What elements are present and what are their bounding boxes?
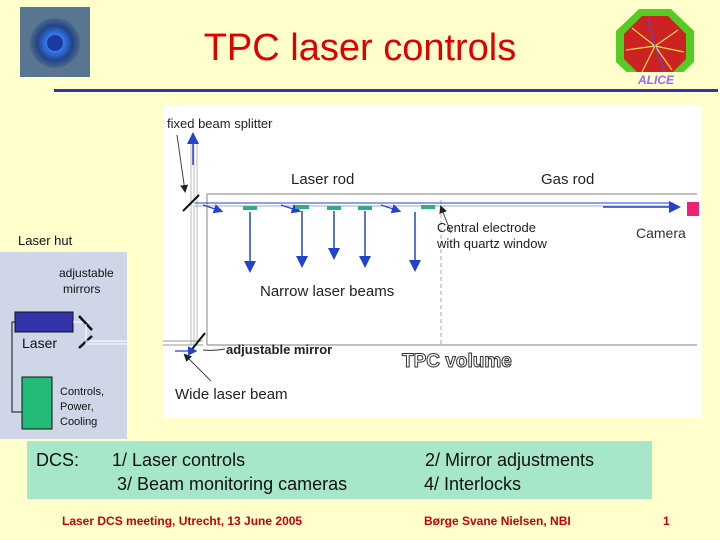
label-controls-1: Controls,	[60, 386, 105, 398]
dcs-label: DCS:	[36, 450, 80, 470]
laser-rod-markers	[243, 205, 435, 210]
alice-logo: ALICE	[612, 6, 698, 87]
label-narrow-laser-beams: Narrow laser beams	[260, 283, 395, 300]
label-laser-hut: Laser hut	[18, 233, 73, 248]
dcs-summary-box: DCS: 1/ Laser controls 2/ Mirror adjustm…	[27, 441, 652, 499]
slide-title: TPC laser controls	[203, 27, 517, 69]
footer-author: Børge Svane Nielsen, NBI	[424, 514, 571, 528]
label-laser-rod: Laser rod	[291, 171, 355, 188]
controls-box	[21, 376, 53, 430]
label-laser: Laser	[22, 335, 58, 351]
laser-unit-icon	[14, 311, 74, 333]
dcs-item-interlocks: 4/ Interlocks	[424, 474, 522, 494]
footer-page-number: 1	[663, 514, 670, 528]
label-gas-rod: Gas rod	[541, 171, 595, 188]
dcs-item-laser-controls: 1/ Laser controls	[112, 450, 246, 470]
svg-text:ALICE: ALICE	[637, 73, 675, 86]
title-divider	[54, 89, 718, 92]
label-wide-laser-beam: Wide laser beam	[175, 386, 288, 403]
label-central-electrode-2: with quartz window	[437, 236, 547, 251]
laser-hut-panel: adjustable mirrors Laser Controls, Power…	[0, 252, 127, 439]
camera-icon	[687, 202, 699, 216]
hut-mirror-upper	[78, 315, 93, 331]
label-central-electrode-1: Central electrode	[437, 220, 536, 235]
footer-event: Laser DCS meeting, Utrecht, 13 June 2005	[62, 514, 303, 528]
label-adjustable-mirror: adjustable mirror	[226, 342, 333, 357]
label-adjustable-mirrors-2: mirrors	[63, 282, 101, 296]
beam-spot-image	[20, 7, 90, 77]
label-fixed-beam-splitter: fixed beam splitter	[167, 116, 273, 131]
beam-splitter-mirror	[182, 194, 200, 212]
tpc-diagram-panel: fixed beam splitter Laser rod Gas rod Ce…	[163, 105, 702, 418]
label-adjustable-mirrors-1: adjustable	[59, 266, 114, 280]
label-controls-2: Power,	[60, 401, 94, 413]
label-tpc-volume: TPC volume	[402, 351, 513, 373]
label-controls-3: Cooling	[60, 416, 98, 428]
dcs-item-mirror-adjustments: 2/ Mirror adjustments	[425, 450, 595, 470]
label-camera: Camera	[636, 225, 686, 241]
dcs-item-beam-monitoring: 3/ Beam monitoring cameras	[117, 474, 348, 494]
